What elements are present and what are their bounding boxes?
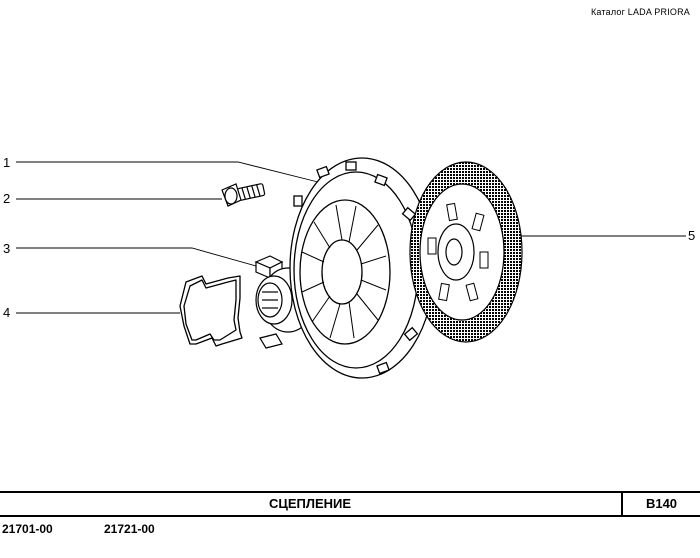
clutch-disc-icon: [409, 161, 523, 343]
model-code-2: 21721-00: [104, 522, 155, 536]
catalog-header: Каталог LADA PRIORA: [590, 7, 690, 17]
damper-springs: [427, 202, 489, 302]
title-block-divider: [621, 493, 623, 515]
callout-3: 3: [3, 241, 11, 256]
callout-2: 2: [3, 191, 11, 206]
callout-1: 1: [3, 155, 11, 170]
title-block: СЦЕПЛЕНИЕ B140: [0, 491, 700, 517]
model-code-1: 21701-00: [2, 522, 53, 536]
bolt-icon: [221, 183, 266, 207]
sheet-code: B140: [645, 496, 678, 511]
diaphragm-spring-fingers: [301, 204, 387, 339]
leader-line-1: [16, 161, 319, 183]
clutch-pressure-plate-icon: [289, 157, 435, 379]
page-title: СЦЕПЛЕНИЕ: [268, 496, 352, 511]
retaining-spring-clip-icon: [179, 275, 243, 347]
leader-lines: [16, 161, 686, 314]
exploded-view-drawing: [16, 157, 686, 379]
callout-5: 5: [688, 228, 696, 243]
callout-4: 4: [3, 305, 11, 320]
leader-line-3: [16, 247, 257, 267]
